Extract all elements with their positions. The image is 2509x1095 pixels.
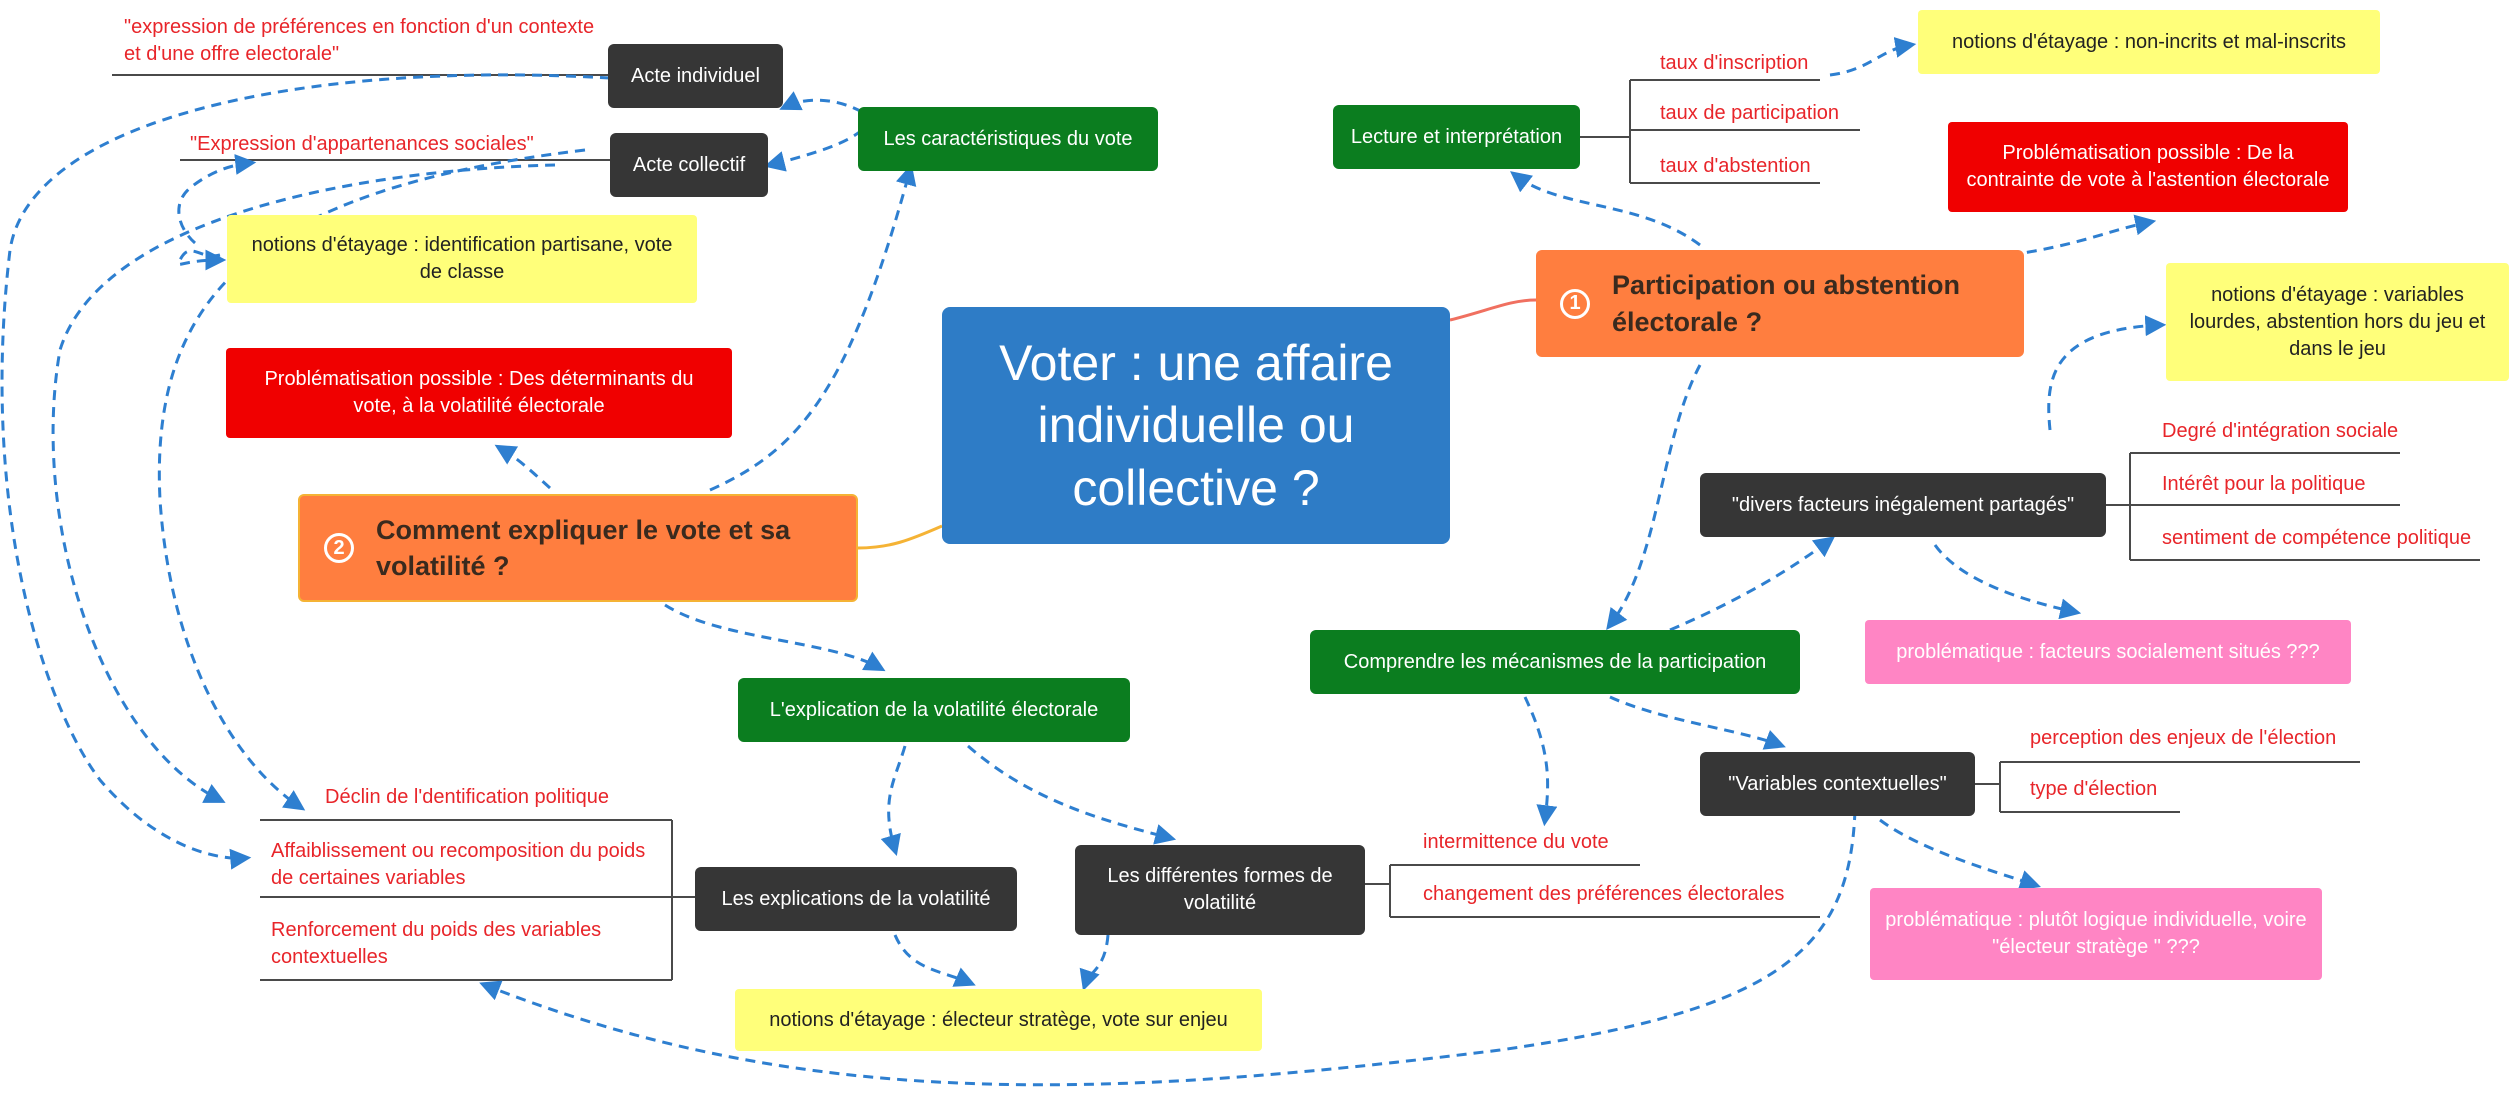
- central-topic[interactable]: Voter : une affaire individuelle ou coll…: [942, 307, 1450, 544]
- acte-individuel-node[interactable]: Acte individuel: [608, 44, 783, 108]
- lecture-node[interactable]: Lecture et interprétation: [1333, 105, 1580, 169]
- formes-node[interactable]: Les différentes formes de volatilité: [1075, 845, 1365, 935]
- explication-declin: Déclin de l'dentification politique: [325, 786, 609, 808]
- trunk-central-branch2: [857, 524, 943, 550]
- notions-variables-note[interactable]: notions d'étayage : variables lourdes, a…: [2166, 263, 2509, 381]
- lecture-item-participation: taux de participation: [1660, 102, 1840, 124]
- variable-perception: perception des enjeux de l'élection: [2030, 727, 2337, 749]
- branch-volatilite-label: Comment expliquer le vote et sa volatili…: [376, 514, 791, 581]
- problematique-logique-note[interactable]: problématique : plutôt logique individue…: [1870, 888, 2322, 980]
- notions-inscrits-note[interactable]: notions d'étayage : non-incrits et mal-i…: [1918, 10, 2380, 74]
- explications-node[interactable]: Les explications de la volatilité: [695, 867, 1017, 931]
- acte-individuel-note: "expression de préférences en fonction d…: [124, 16, 595, 65]
- acte-collectif-node[interactable]: Acte collectif: [610, 133, 768, 197]
- explication-renforcement: Renforcement du poids des variables cont…: [271, 919, 602, 968]
- notions-identification-note[interactable]: notions d'étayage : identification parti…: [227, 215, 697, 303]
- problematisation-1-note[interactable]: Problématisation possible : De la contra…: [1948, 122, 2348, 212]
- changement-label: changement des préférences électorales: [1423, 883, 1785, 905]
- explication-affaiblissement: Affaiblissement ou recomposition du poid…: [271, 840, 646, 889]
- branch-participation-label: Participation ou abstention électorale ?: [1612, 270, 1961, 337]
- variable-type-election: type d'élection: [2030, 778, 2158, 800]
- facteur-competence: sentiment de compétence politique: [2162, 527, 2472, 549]
- variables-contextuelles-node[interactable]: "Variables contextuelles": [1700, 752, 1975, 816]
- acte-collectif-note: "Expression d'appartenances sociales": [190, 133, 534, 155]
- lecture-item-inscription: taux d'inscription: [1660, 52, 1809, 74]
- problematique-facteurs-note[interactable]: problématique : facteurs socialement sit…: [1865, 620, 2351, 684]
- branch-participation[interactable]: 1 Participation ou abstention électorale…: [1536, 250, 2024, 357]
- trunk-central-branch1: [1449, 298, 1537, 322]
- number-1-icon: 1: [1560, 288, 1590, 319]
- facteur-interet: Intérêt pour la politique: [2162, 473, 2366, 495]
- divers-facteurs-node[interactable]: "divers facteurs inégalement partagés": [1700, 473, 2106, 537]
- intermittence-label: intermittence du vote: [1423, 831, 1609, 853]
- notions-stratege-note[interactable]: notions d'étayage : électeur stratège, v…: [735, 989, 1262, 1051]
- branch-volatilite[interactable]: 2 Comment expliquer le vote et sa volati…: [298, 494, 858, 602]
- facteur-integration: Degré d'intégration sociale: [2162, 420, 2399, 442]
- comprendre-node[interactable]: Comprendre les mécanismes de la particip…: [1310, 630, 1800, 694]
- problematisation-2-note[interactable]: Problématisation possible : Des détermin…: [226, 348, 732, 438]
- number-2-icon: 2: [324, 533, 354, 563]
- caracteristiques-node[interactable]: Les caractéristiques du vote: [858, 107, 1158, 171]
- explication-volatilite-node[interactable]: L'explication de la volatilité électoral…: [738, 678, 1130, 742]
- lecture-item-abstention: taux d'abstention: [1660, 155, 1811, 177]
